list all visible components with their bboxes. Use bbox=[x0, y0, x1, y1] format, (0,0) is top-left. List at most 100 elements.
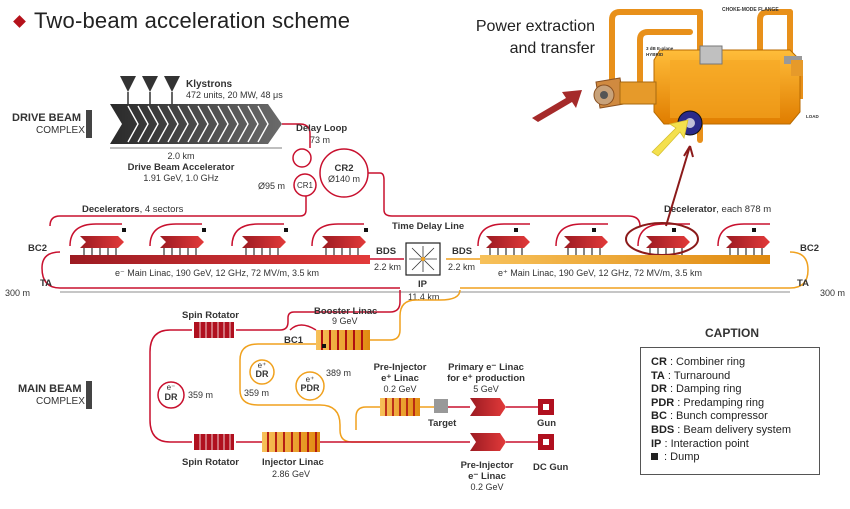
ta-left-label: TA bbox=[40, 278, 52, 289]
slide-title: Two-beam acceleration scheme bbox=[34, 8, 351, 33]
booster-energy: 9 GeV bbox=[332, 316, 358, 326]
ta-right-label: TA bbox=[797, 278, 809, 289]
cr2-label: CR2 bbox=[334, 163, 353, 174]
decel-right-label: Decelerator bbox=[664, 204, 717, 215]
caption-row-ip: IP : Interaction point bbox=[651, 437, 749, 450]
drive-length: 2.0 km bbox=[167, 151, 194, 161]
cr1-ring bbox=[293, 173, 317, 197]
klystron-icons bbox=[120, 76, 180, 104]
klystrons-spec: 472 units, 20 MW, 48 μs bbox=[186, 90, 283, 100]
yellow-arrow-icon bbox=[651, 119, 689, 157]
caption-row-pdr: PDR : Predamping ring bbox=[651, 396, 765, 409]
main-complex-label: COMPLEX bbox=[36, 396, 85, 407]
decel-left-count: , 4 sectors bbox=[140, 204, 184, 215]
decel-sector-2 bbox=[149, 223, 206, 248]
caption-row-dr: DR : Damping ring bbox=[651, 383, 742, 396]
delay-loop-len: 73 m bbox=[310, 135, 330, 145]
load-label: LOAD bbox=[806, 114, 819, 119]
ta-left-length: 300 m bbox=[5, 288, 30, 298]
decel-sector-1 bbox=[69, 223, 126, 248]
bds-left-label: BDS bbox=[376, 246, 396, 257]
primary-line2: for e⁺ production bbox=[447, 373, 525, 384]
caption-row-dump: : Dump bbox=[651, 451, 809, 465]
svg-text:Decelerator, each 878 m: Decelerator, each 878 m bbox=[664, 204, 771, 215]
ip-label: IP bbox=[418, 279, 428, 290]
booster-label: Booster Linac bbox=[314, 306, 377, 317]
dba-label: Drive Beam Accelerator bbox=[128, 162, 235, 173]
injector-linac bbox=[262, 432, 320, 452]
decel-left-label: Decelerators bbox=[82, 204, 140, 215]
bc1-label: BC1 bbox=[284, 335, 304, 346]
injector-label: Injector Linac bbox=[262, 457, 324, 468]
red-arrow-icon bbox=[532, 90, 582, 122]
decel-right-count: , each 878 m bbox=[716, 204, 771, 215]
bc2-left-label: BC2 bbox=[28, 243, 47, 254]
pre-inj-plus-line1: Pre-Injector bbox=[374, 362, 427, 373]
hybrid-label-line2: HYBRID bbox=[646, 52, 664, 57]
spin-rotator-bottom-label: Spin Rotator bbox=[182, 457, 239, 468]
main-linacs: BC2 BC2 TA TA 300 m 300 m e⁻ Main Linac,… bbox=[5, 242, 845, 302]
main-beam-complex: MAIN BEAM COMPLEX Spin Rotator Spin Rota… bbox=[18, 289, 569, 492]
caption-row-bc: BC : Bunch compressor bbox=[651, 410, 768, 423]
pre-inj-plus-energy: 0.2 GeV bbox=[383, 384, 416, 394]
dba-spec: 1.91 GeV, 1.0 GHz bbox=[143, 173, 219, 183]
caption-row-ta: TA : Turnaround bbox=[651, 369, 731, 382]
bds-right-length: 2.2 km bbox=[448, 262, 475, 272]
ta-right-length: 300 m bbox=[820, 288, 845, 298]
drive-beam-accelerator bbox=[110, 104, 282, 144]
pdr-symbol: e⁺ bbox=[306, 375, 315, 384]
drive-transfer-lines bbox=[49, 172, 641, 227]
pdr-ring bbox=[295, 371, 325, 401]
decel-sector-6 bbox=[555, 223, 608, 248]
primary-e-minus-linac bbox=[470, 398, 506, 416]
hybrid-label-line1: 3 dB E-plane bbox=[646, 46, 674, 51]
dr-plus-symbol: e⁺ bbox=[258, 361, 267, 370]
decel-sector-8 bbox=[717, 223, 770, 248]
dr-plus-ring bbox=[249, 359, 275, 385]
dump-marker bbox=[322, 344, 326, 348]
power-line-2: and transfer bbox=[509, 40, 595, 57]
dr-minus-ring bbox=[157, 381, 185, 409]
dr-plus-label: DR bbox=[256, 369, 269, 379]
interaction-point-icon bbox=[405, 242, 441, 276]
caption-box: CR : Combiner ring TA : Turnaround DR : … bbox=[640, 347, 820, 475]
klystrons-label: Klystrons bbox=[186, 79, 233, 90]
bc2-right-label: BC2 bbox=[800, 243, 819, 254]
caption-title: CAPTION bbox=[705, 326, 759, 340]
choke-flange-label: CHOKE-MODE FLANGE bbox=[722, 7, 779, 13]
time-delay-line-label: Time Delay Line bbox=[392, 221, 464, 232]
primary-line1: Primary e⁻ Linac bbox=[448, 362, 524, 373]
drive-beam-label: DRIVE BEAM bbox=[12, 112, 81, 124]
delay-loop-label: Delay Loop bbox=[296, 123, 347, 134]
power-extraction-label: Power extraction and transfer bbox=[455, 16, 595, 60]
dc-gun-label: DC Gun bbox=[533, 462, 569, 473]
cr2-diameter: Ø140 m bbox=[328, 174, 360, 184]
e-plus-linac-bar bbox=[480, 255, 770, 264]
drive-beam-complex: DRIVE BEAM COMPLEX Klystrons 472 units, … bbox=[12, 76, 369, 198]
drive-complex-label: COMPLEX bbox=[36, 125, 85, 136]
caption-row-cr: CR : Combiner ring bbox=[651, 356, 746, 368]
decelerators: Decelerators, 4 sectors Decelerator, eac… bbox=[69, 204, 771, 256]
pdr-length: 389 m bbox=[326, 368, 351, 378]
total-length: 11.4 km bbox=[408, 292, 439, 302]
svg-text:Decelerators, 4 sectors: Decelerators, 4 sectors bbox=[82, 204, 184, 215]
dump-square-icon bbox=[651, 453, 658, 461]
slide-title-row: Two-beam acceleration scheme bbox=[12, 6, 350, 36]
pre-inj-minus-energy: 0.2 GeV bbox=[470, 482, 503, 492]
callout-connector bbox=[665, 145, 691, 227]
pre-inj-plus-line2: e⁺ Linac bbox=[381, 373, 419, 384]
gun-label: Gun bbox=[537, 418, 556, 429]
target-label: Target bbox=[428, 418, 457, 429]
decel-sector-3 bbox=[231, 223, 288, 248]
power-line-1: Power extraction bbox=[475, 18, 595, 35]
injector-energy: 2.86 GeV bbox=[272, 469, 310, 479]
dr-minus-symbol: e⁻ bbox=[167, 383, 176, 392]
main-label-bar bbox=[86, 381, 92, 409]
cr1-label: CR1 bbox=[297, 181, 314, 190]
pre-inj-minus-line1: Pre-Injector bbox=[461, 460, 514, 471]
dr-minus-length: 359 m bbox=[188, 390, 213, 400]
target-block bbox=[434, 399, 448, 413]
pre-inj-minus-line2: e⁻ Linac bbox=[468, 471, 506, 482]
e-minus-linac-bar bbox=[70, 255, 370, 264]
